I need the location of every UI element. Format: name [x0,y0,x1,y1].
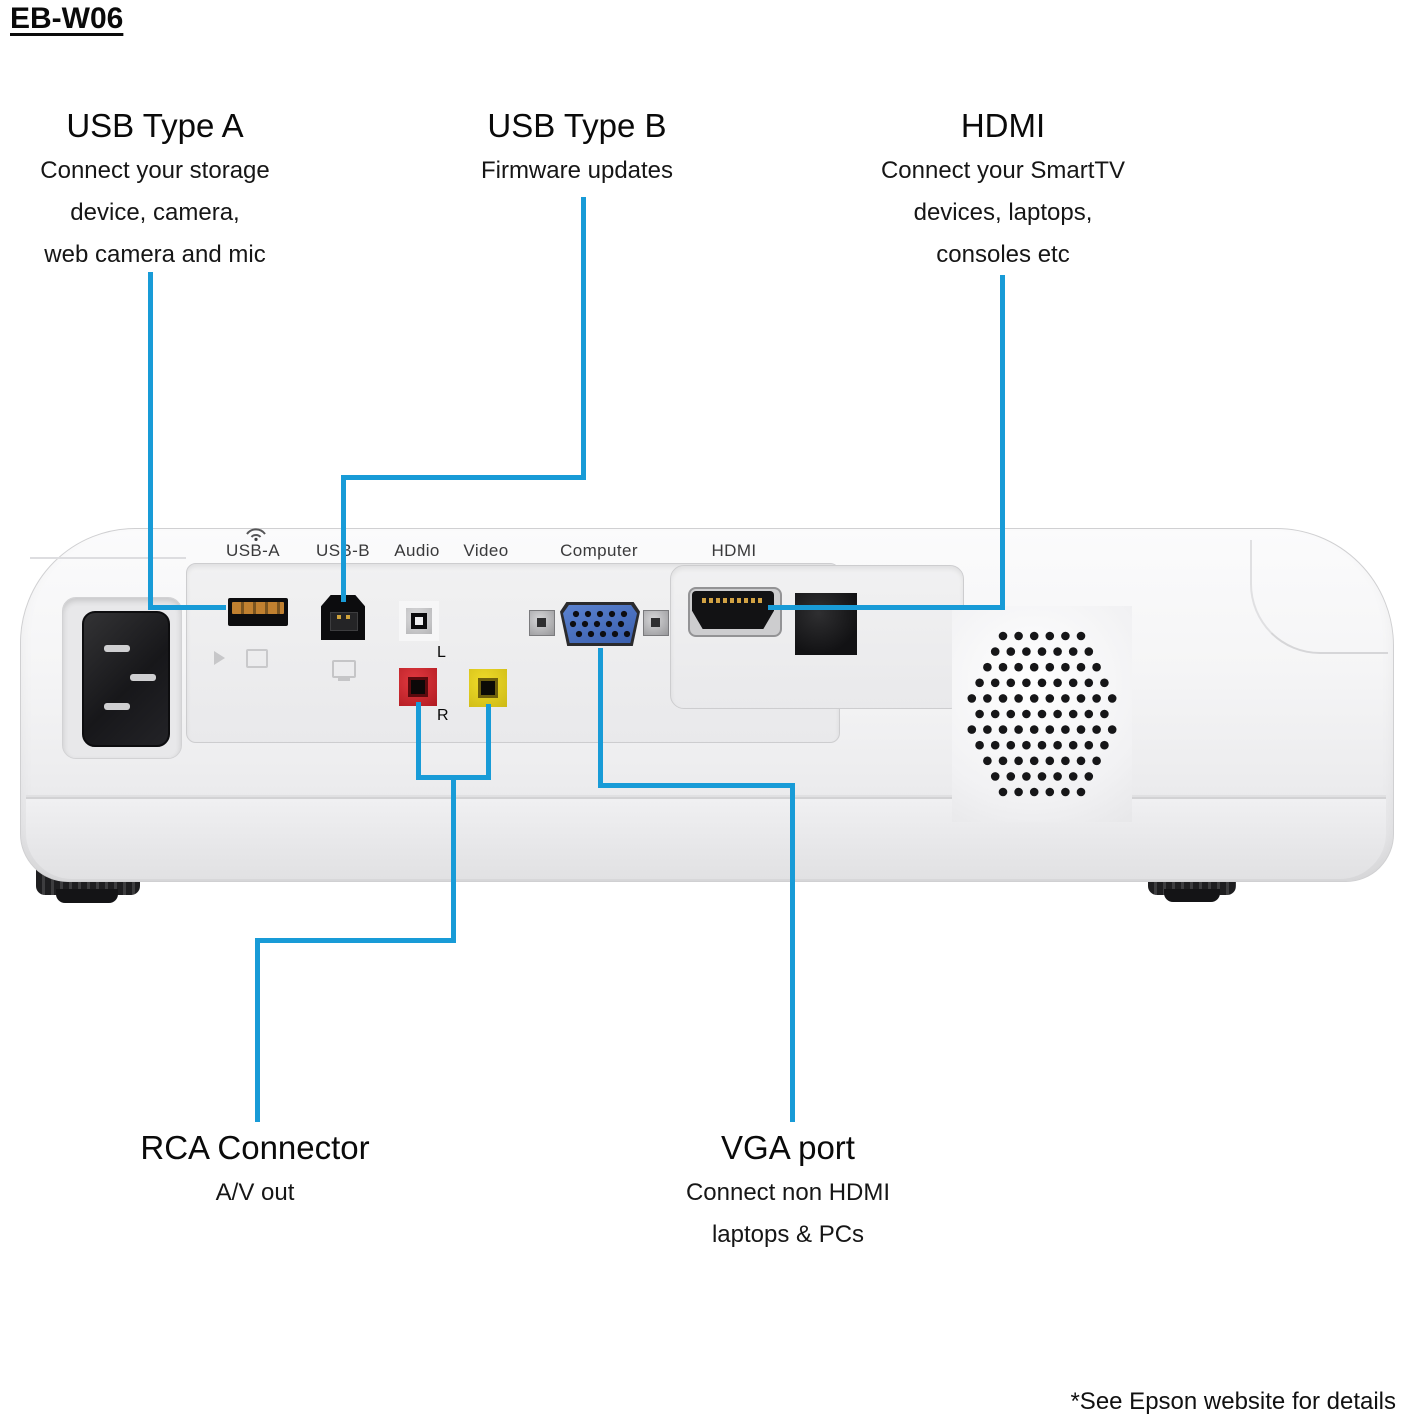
callout-usb-b-heading: USB Type B [487,107,667,144]
port-label-usb-a: USB-A [226,541,280,560]
callout-usb-a-desc-line: Connect your storage [40,157,270,184]
callout-usb-a: USB Type A Connect your storage device, … [0,106,310,276]
usb-b-port-connector [330,612,358,631]
power-inlet [82,611,170,747]
vga-callout-line [598,783,795,788]
body-seam [30,557,186,559]
play-icon [214,651,225,665]
callout-hdmi: HDMI Connect your SmartTV devices, lapto… [853,106,1153,276]
rca-callout-line [255,938,260,1122]
callout-usb-b: USB Type B Firmware updates [427,106,727,192]
footnote: *See Epson website for details [1070,1388,1396,1415]
callout-usb-a-desc-line: device, camera, [70,199,240,226]
callout-usb-a-desc-line: web camera and mic [44,241,266,268]
monitor-icon-stand [338,678,350,681]
rca-callout-line [255,938,456,943]
usb-b-callout-line [341,475,346,602]
panel-hole [192,652,203,663]
callout-vga-heading: VGA port [721,1129,855,1166]
callout-vga-desc-line: Connect non HDMI [685,1179,891,1206]
monitor-icon [332,660,356,678]
usb-b-callout-line [341,475,586,480]
callout-rca-heading: RCA Connector [140,1129,370,1166]
right-foot-base [1164,889,1220,902]
page-title: EB-W06 [10,2,124,35]
callout-hdmi-desc-line: Connect your SmartTV [880,157,1126,184]
port-label-video: Video [463,541,509,560]
hdmi-pins [702,598,764,603]
usb-a-port-tab [232,602,284,614]
hdmi-port [692,591,774,629]
usb-b-callout-line [581,197,586,480]
body-bottom-section [26,797,1386,879]
usb-a-callout-line [148,605,226,610]
usb-b-pin [346,615,350,619]
port-label-audio: Audio [394,541,440,560]
screw-icon [717,635,745,663]
hdmi-callout-line [1000,275,1005,610]
body-seam [26,795,1386,797]
body-seam [1250,540,1388,654]
wifi-icon [246,528,266,541]
audio-r-jack-hole [411,680,425,694]
usb-a-callout-line [148,272,153,610]
left-foot-base [56,889,118,903]
power-pin [104,703,130,710]
callout-usb-b-desc-line: Firmware updates [480,157,674,184]
callout-vga-desc-line: laptops & PCs [711,1221,865,1248]
hdmi-callout-line [768,605,1005,610]
callout-hdmi-desc-line: devices, laptops, [913,199,1093,226]
power-pin [104,645,130,652]
vga-callout-line [790,783,795,1122]
rca-callout-line [416,702,421,780]
vga-pins [569,610,631,638]
audio-right-label: R [437,707,449,724]
screw-icon [835,564,863,592]
panel-hole [292,652,303,663]
vga-screw-socket-hole [651,618,660,627]
document-icon [246,649,268,668]
callout-usb-a-heading: USB Type A [66,107,244,144]
audio-left-label: L [437,644,446,661]
video-jack-hole [481,681,495,695]
callout-hdmi-heading: HDMI [960,107,1046,144]
vga-callout-line [598,648,603,788]
rca-callout-line [486,704,491,780]
wireless-cap [795,593,857,655]
callout-hdmi-desc-line: consoles etc [936,241,1070,268]
callout-vga: VGA port Connect non HDMI laptops & PCs [638,1128,938,1256]
power-pin [130,674,156,681]
usb-b-pin [337,615,341,619]
rca-callout-line [451,775,456,943]
audio-jack-pin [415,617,423,625]
speaker-grille-holes [967,631,1117,797]
port-label-computer: Computer [560,541,638,560]
callout-rca: RCA Connector A/V out [105,1128,405,1214]
port-label-hdmi: HDMI [711,541,757,560]
callout-rca-desc-line: A/V out [215,1179,295,1206]
vga-screw-socket-hole [537,618,546,627]
